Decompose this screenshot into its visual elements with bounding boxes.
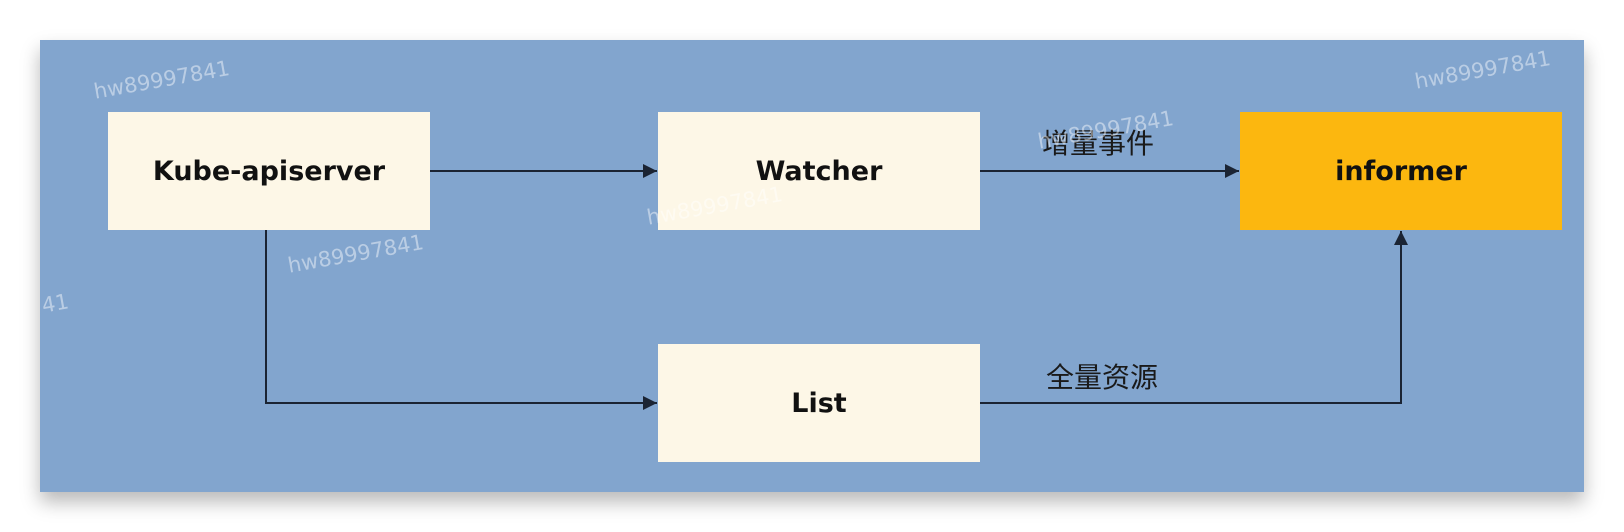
node-watcher-label: Watcher (755, 155, 883, 187)
diagram-canvas: Kube-apiserver Watcher List informer 增量事… (40, 40, 1584, 492)
watermark-text-partial: 41 (40, 289, 71, 318)
node-kube-apiserver: Kube-apiserver (108, 112, 430, 230)
edge-label-full-resources: 全量资源 (1046, 361, 1159, 394)
node-list: List (658, 344, 980, 462)
edge-kube-to-list (265, 230, 657, 410)
node-kube-apiserver-label: Kube-apiserver (152, 155, 386, 187)
node-list-label: List (791, 387, 847, 419)
node-watcher: Watcher (658, 112, 980, 230)
edge-list-to-informer (980, 231, 1408, 404)
node-informer: informer (1240, 112, 1562, 230)
diagram-edges (265, 164, 1408, 410)
node-informer-label: informer (1335, 155, 1467, 187)
edge-label-incremental-events: 增量事件 (1042, 127, 1155, 160)
